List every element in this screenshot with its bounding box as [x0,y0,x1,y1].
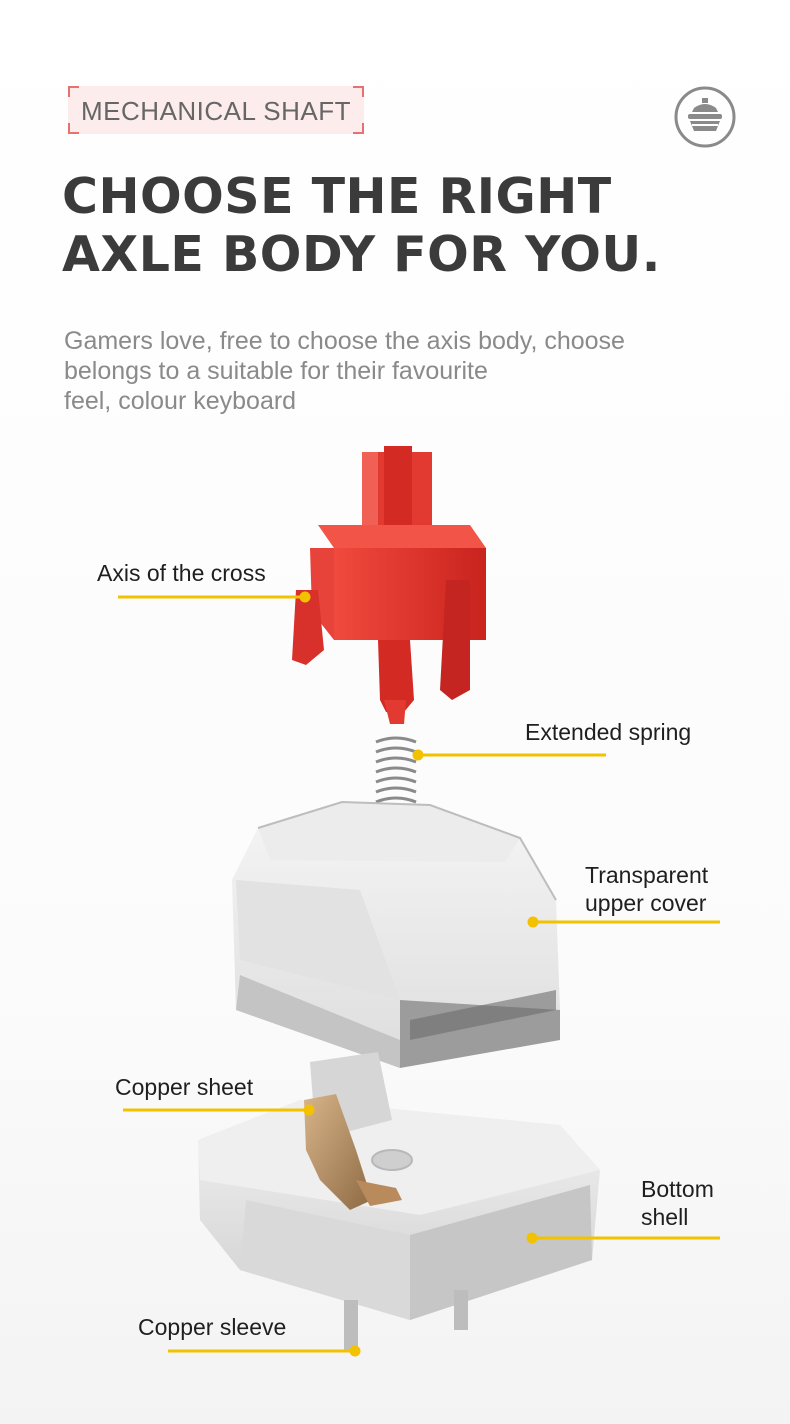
page-headline: CHOOSE THE RIGHT AXLE BODY FOR YOU. [62,168,661,284]
copper-sheet-part [304,1094,402,1210]
description-line-2: belongs to a suitable for their favourit… [64,357,488,385]
callout-lines [118,591,720,1357]
upper-cover-part [232,800,560,1068]
label-copper-sleeve: Copper sleeve [138,1314,287,1340]
label-copper-sheet: Copper sheet [115,1074,254,1100]
section-tag: MECHANICAL SHAFT [68,86,364,134]
keycap-switch-icon [674,86,736,148]
cross-stem-part [292,446,486,724]
description-line-3: feel, colour keyboard [64,387,297,415]
headline-line-1: CHOOSE THE RIGHT [62,168,612,225]
section-tag-label: MECHANICAL SHAFT [81,96,351,126]
headline-line-2: AXLE BODY FOR YOU. [62,226,661,283]
label-bottom-shell-1: Bottom [641,1176,714,1202]
bottom-shell-part [198,1052,600,1352]
description-line-1: Gamers love, free to choose the axis bod… [64,327,625,355]
label-upper-cover-2: upper cover [585,890,707,916]
label-upper-cover-1: Transparent [585,862,709,888]
label-bottom-shell-2: shell [641,1204,689,1230]
label-spring: Extended spring [525,719,692,745]
label-cross-axis: Axis of the cross [97,560,266,586]
page-description: Gamers love, free to choose the axis bod… [64,326,714,416]
